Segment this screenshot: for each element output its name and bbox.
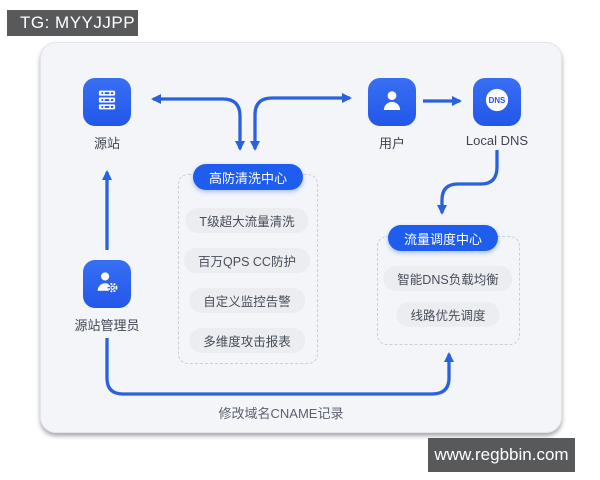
admin-label: 源站管理员 xyxy=(74,318,140,333)
scrubbing-item: 自定义监控告警 xyxy=(189,288,305,313)
scrubbing-item: T级超大流量清洗 xyxy=(185,208,309,233)
tg-watermark: TG: MYYJJPP xyxy=(7,10,138,36)
scheduling-item: 智能DNS负载均衡 xyxy=(383,266,513,291)
scrubbing-item: 多维度攻击报表 xyxy=(189,328,305,353)
user-node xyxy=(368,78,416,126)
scheduling-center-pill: 流量调度中心 xyxy=(387,225,499,251)
origin-server-label: 源站 xyxy=(93,136,121,151)
admin-gear-icon xyxy=(92,267,122,302)
scheduling-item: 线路优先调度 xyxy=(396,302,500,327)
site-watermark: www.regbbin.com xyxy=(428,438,575,472)
admin-node xyxy=(83,260,131,308)
scrubbing-center-pill: 高防清洗中心 xyxy=(192,164,304,190)
server-icon xyxy=(92,85,122,120)
user-label: 用户 xyxy=(378,136,406,151)
origin-server-node xyxy=(83,78,131,126)
dns-icon: DNS xyxy=(478,81,516,124)
scrubbing-item: 百万QPS CC防护 xyxy=(184,248,310,273)
cname-annotation: 修改域名CNAME记录 xyxy=(218,406,344,421)
local-dns-node: DNS xyxy=(473,78,521,126)
local-dns-label: Local DNS xyxy=(465,133,529,148)
dns-icon-text: DNS xyxy=(489,96,506,105)
user-icon xyxy=(377,85,407,120)
